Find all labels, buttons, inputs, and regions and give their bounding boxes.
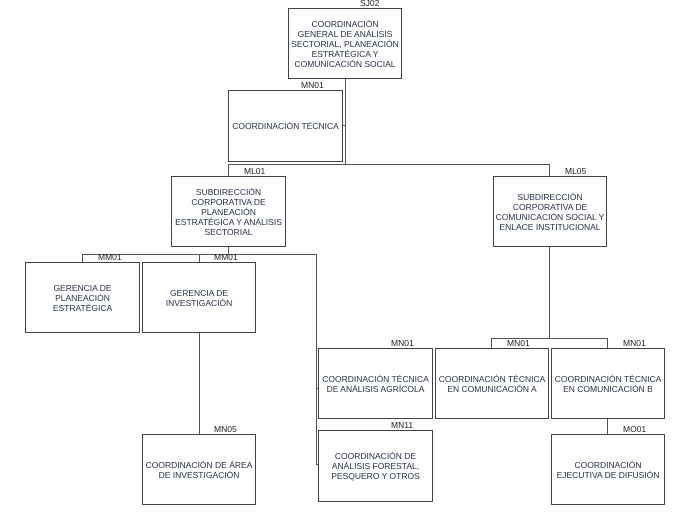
org-node-box: GERENCIA DE PLANEACIÓN ESTRATÉGICA: [25, 262, 140, 333]
org-node-box: COORDINACIÓN TÉCNICA EN COMUNICACIÓN B: [551, 348, 665, 419]
org-node-code: MM01: [214, 252, 238, 262]
org-node-title: COORDINACIÓN TÉCNICA EN COMUNICACIÓN B: [554, 373, 662, 394]
org-node-code: MN01: [301, 80, 324, 90]
org-node-code: MN11: [391, 420, 414, 430]
org-node-code: MN05: [214, 424, 237, 434]
org-node-title: COORDINACIÓN TÉCNICA: [232, 121, 339, 131]
org-node-box: COORDINACIÓN DE ANÁLISIS FORESTAL, PESQU…: [318, 430, 433, 502]
org-node-box: COORDINACIÓN TÉCNICA DE ANÁLISIS AGRÍCOL…: [318, 348, 433, 419]
org-node-code: MN01: [623, 338, 646, 348]
org-node-code: ML01: [244, 166, 266, 176]
connector-ml01-children: [82, 254, 320, 465]
org-node-box: SUBDIRECCIÓN CORPORATIVA DE COMUNICACIÓN…: [493, 176, 607, 247]
org-node-box: COORDINACIÓN GENERAL DE ANÁLISIS SECTORI…: [288, 8, 402, 79]
org-node-code: MO01: [623, 424, 647, 434]
org-node-title: COORDINACIÓN TÉCNICA DE ANÁLISIS AGRÍCOL…: [322, 373, 429, 394]
org-node-title: GERENCIA DE PLANEACIÓN ESTRATÉGICA: [52, 282, 113, 313]
org-node-code: SJ02: [360, 0, 380, 8]
connector-ml05-children: [491, 338, 608, 348]
connector-level2: [228, 164, 550, 176]
org-node-box: COORDINACIÓN TÉCNICA: [228, 90, 343, 162]
org-node-box: COORDINACIÓN DE ÁREA DE INVESTIGACIÓN: [142, 434, 256, 505]
org-node-box: COORDINACIÓN EJECUTIVA DE DIFUSIÓN: [551, 434, 665, 505]
org-node-code: MM01: [98, 252, 122, 262]
org-node-title: COORDINACIÓN EJECUTIVA DE DIFUSIÓN: [556, 459, 660, 480]
org-node-code: MN01: [507, 338, 530, 348]
org-node-title: COORDINACIÓN GENERAL DE ANÁLISIS SECTORI…: [291, 18, 399, 69]
org-node-title: COORDINACIÓN DE ANÁLISIS FORESTAL, PESQU…: [331, 451, 420, 481]
org-node-code: MN01: [391, 338, 414, 348]
org-node-title: GERENCIA DE INVESTIGACIÓN: [165, 287, 233, 308]
org-node-box: GERENCIA DE INVESTIGACIÓN: [142, 262, 256, 333]
org-node-title: COORDINACIÓN DE ÁREA DE INVESTIGACIÓN: [145, 459, 253, 480]
org-node-box: COORDINACIÓN TÉCNICA EN COMUNICACIÓN A: [435, 348, 549, 419]
org-node-code: ML05: [565, 166, 587, 176]
org-node-title: COORDINACIÓN TÉCNICA EN COMUNICACIÓN A: [438, 373, 546, 394]
org-node-title: SUBDIRECCIÓN CORPORATIVA DE COMUNICACIÓN…: [495, 191, 605, 232]
org-node-box: SUBDIRECCIÓN CORPORATIVA DE PLANEACIÓN E…: [171, 176, 286, 247]
org-node-title: SUBDIRECCIÓN CORPORATIVA DE PLANEACIÓN E…: [175, 186, 282, 237]
